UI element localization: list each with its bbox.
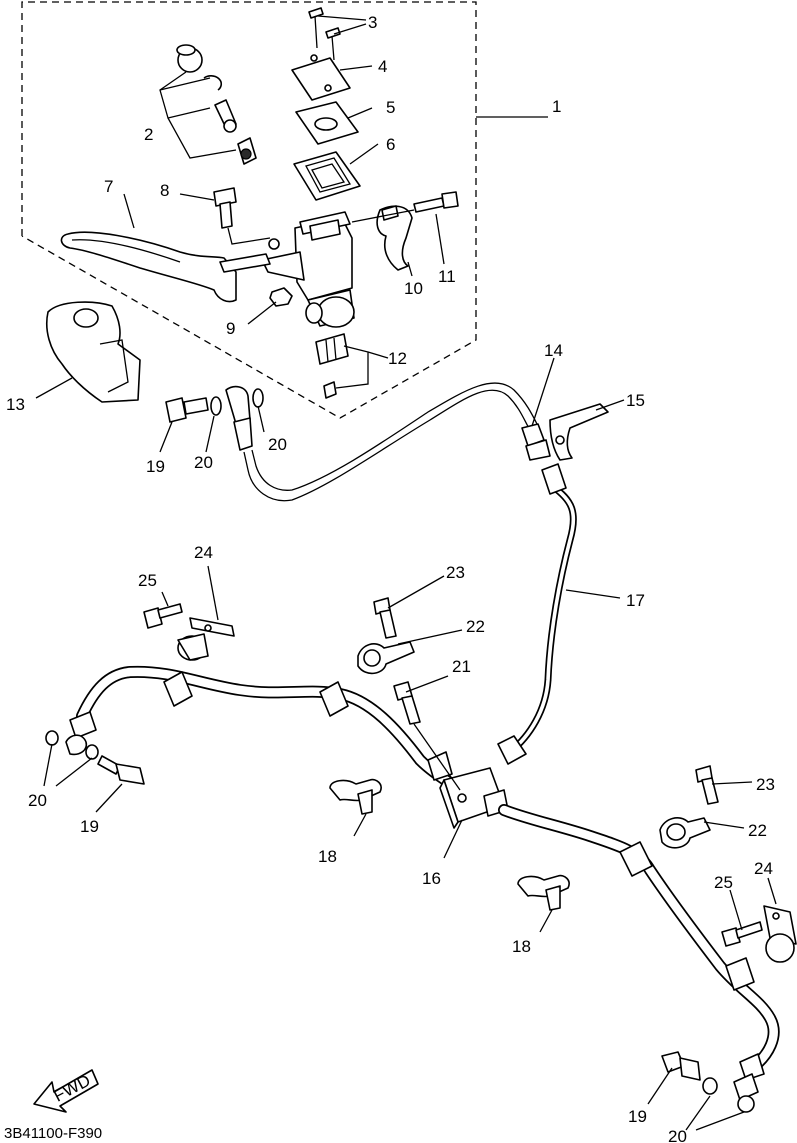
brake-pipe <box>497 463 577 765</box>
callout-11: 11 <box>438 267 456 286</box>
callout-1: 1 <box>552 97 561 116</box>
callout-8: 8 <box>160 181 169 200</box>
union-bolt-lower-left <box>97 755 145 785</box>
callout-20-upper-a: 20 <box>194 453 213 472</box>
joint-bolt <box>393 681 461 791</box>
callout-14: 14 <box>544 341 563 360</box>
master-cylinder-body <box>261 211 355 328</box>
callout-18-right: 18 <box>512 937 531 956</box>
callout-21: 21 <box>452 657 471 676</box>
assembly-boundary <box>21 1 548 419</box>
piston-kit <box>159 44 257 165</box>
lever-pivot-nut <box>269 287 293 307</box>
hose-bracket-right <box>763 905 797 963</box>
callout-3: 3 <box>368 13 377 32</box>
callout-2: 2 <box>144 125 153 144</box>
callout-10: 10 <box>404 279 423 298</box>
diagram-code: 3B41100-F390 <box>4 1125 102 1142</box>
bracket-bolt-upper <box>143 603 183 629</box>
hose-grommet-left <box>329 778 382 837</box>
holder-bolt <box>351 191 459 223</box>
callout-15: 15 <box>626 391 645 410</box>
callout-4: 4 <box>378 57 387 76</box>
callout-labels: 1 2 3 4 5 6 7 8 9 10 11 12 13 14 15 16 1… <box>6 13 775 1143</box>
forward-arrow-icon <box>33 1069 99 1113</box>
diaphragm <box>293 151 361 201</box>
callout-12: 12 <box>388 349 407 368</box>
diaphragm-plate <box>295 101 359 145</box>
clamp-bolt-right <box>695 765 719 805</box>
callout-16: 16 <box>422 869 441 888</box>
callout-23-upper: 23 <box>446 563 465 582</box>
callout-5: 5 <box>386 98 395 117</box>
leader-lines <box>35 15 777 1131</box>
screw-pair <box>308 7 341 61</box>
callout-7: 7 <box>104 177 113 196</box>
hose-clamp-right <box>659 817 711 849</box>
three-way-joint <box>439 767 509 829</box>
callout-18-left: 18 <box>318 847 337 866</box>
reservoir-cap <box>291 54 351 101</box>
callout-20-upper-b: 20 <box>268 435 287 454</box>
hose-clip <box>549 403 609 461</box>
callout-24-right: 24 <box>754 859 773 878</box>
callout-22-right: 22 <box>748 821 767 840</box>
lower-brake-hose-left <box>45 665 466 796</box>
callout-6: 6 <box>386 135 395 154</box>
callout-9: 9 <box>226 319 235 338</box>
callout-23-right: 23 <box>756 775 775 794</box>
callout-13: 13 <box>6 395 25 414</box>
lever-cover <box>46 301 141 403</box>
brake-switch <box>315 333 369 399</box>
handlebar-holder <box>376 205 413 271</box>
callout-17: 17 <box>626 591 645 610</box>
union-bolt-upper <box>165 385 264 451</box>
callout-19-upper: 19 <box>146 457 165 476</box>
upper-brake-hose <box>243 382 551 502</box>
callout-22-upper: 22 <box>466 617 485 636</box>
lever-pivot-bolt <box>213 187 271 245</box>
callout-24-upper: 24 <box>194 543 213 562</box>
callout-20-right: 20 <box>668 1127 687 1143</box>
bracket-bolt-right <box>721 921 763 947</box>
union-bolt-lower-right <box>661 1051 701 1081</box>
lower-brake-hose-right <box>498 804 780 1113</box>
callout-25-upper: 25 <box>138 571 157 590</box>
callout-19-left: 19 <box>80 817 99 836</box>
callout-25-right: 25 <box>714 873 733 892</box>
hose-clamp-upper <box>357 641 415 675</box>
callout-19-right: 19 <box>628 1107 647 1126</box>
hose-grommet-right <box>517 874 570 933</box>
brake-lever <box>60 231 271 303</box>
callout-20-left: 20 <box>28 791 47 810</box>
fwd-label: FWD <box>50 1071 93 1106</box>
clamp-bolt-upper <box>373 597 397 639</box>
hose-bracket-upper <box>177 617 235 661</box>
